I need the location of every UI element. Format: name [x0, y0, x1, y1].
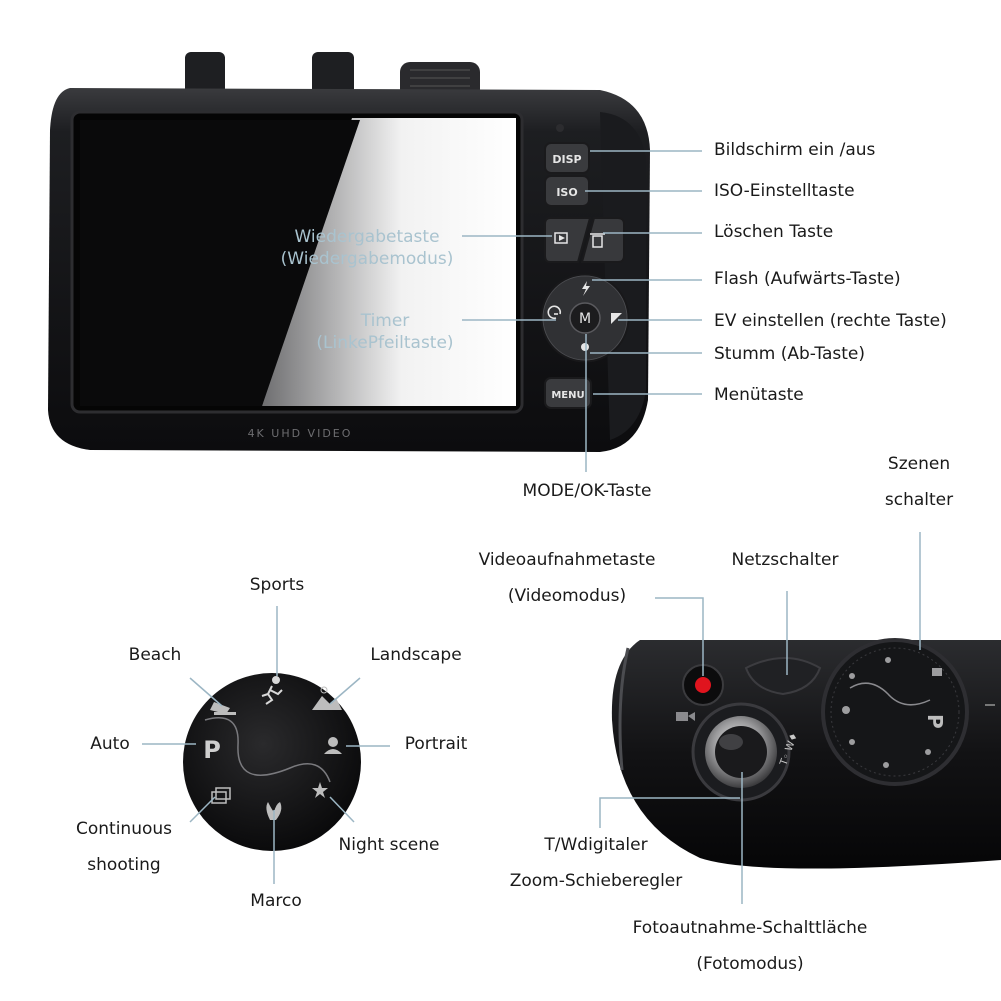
camera-back: 4K UHD VIDEO DISP ISO M: [48, 52, 702, 472]
leader-lines-dial: [142, 606, 390, 884]
portrait-icon: [324, 737, 342, 754]
label-continuous-line2: shooting: [87, 855, 161, 875]
mode-dial-diagram: P: [142, 606, 390, 884]
label-flash-up: Flash (Aufwärts-Taste): [714, 269, 901, 289]
label-mute-down: Stumm (Ab-Taste): [714, 344, 865, 364]
mute-icon: [581, 343, 589, 351]
label-zoom-line2: Zoom-Schieberegler: [509, 871, 683, 891]
scene-dial-icons: [842, 657, 942, 768]
camera-printed-text: 4K UHD VIDEO: [248, 427, 353, 440]
label-auto: Auto: [90, 734, 130, 754]
label-shutter-line1: Fotoautnahme-Schalttläche: [632, 918, 868, 938]
leader-lines-top: [462, 150, 702, 472]
label-zoom-line1: T/Wdigitaler: [544, 835, 648, 855]
label-playback-line1: Wiedergabetaste: [294, 227, 440, 247]
label-iso-key: ISO-Einstelltaste: [714, 181, 855, 201]
camera-top-view: T◦ W♦ P: [599, 532, 1001, 904]
label-video-line1: Videoaufnahmetaste: [478, 550, 656, 570]
label-beach: Beach: [128, 645, 182, 665]
iso-button-label: ISO: [556, 186, 577, 199]
label-mode-ok: MODE/OK-Taste: [522, 481, 652, 501]
label-timer-line2: (LinkePfeiltaste): [316, 333, 454, 353]
label-delete-key: Löschen Taste: [714, 222, 834, 242]
playback-icon: [554, 232, 568, 244]
mode-ok-button[interactable]: [569, 302, 601, 334]
macro-icon: [266, 802, 282, 820]
menu-button[interactable]: [544, 377, 592, 409]
sports-icon: [261, 676, 283, 705]
disp-button-label: DISP: [552, 153, 581, 166]
label-shutter-line2: (Fotomodus): [696, 954, 804, 974]
power-button[interactable]: [744, 657, 822, 696]
timer-icon: [547, 305, 562, 320]
label-timer-line1: Timer: [360, 311, 410, 331]
label-playback-line2: (Wiedergabemodus): [280, 249, 454, 269]
mode-dial[interactable]: [183, 673, 361, 851]
video-record-button[interactable]: [695, 677, 711, 693]
label-power: Netzschalter: [731, 550, 839, 570]
label-sports: Sports: [249, 575, 305, 595]
label-ev-right: EV einstellen (rechte Taste): [714, 311, 947, 331]
flash-icon: [582, 281, 590, 296]
label-menu-key: Menütaste: [714, 385, 804, 405]
dial-auto-letter: P: [203, 736, 221, 764]
trash-icon: [590, 233, 605, 248]
ev-icon: [611, 313, 622, 324]
mode-button-label: M: [579, 311, 591, 327]
scene-dial[interactable]: [821, 638, 969, 786]
continuous-shooting-icon: [211, 787, 231, 804]
label-night-scene: Night scene: [338, 835, 440, 855]
leader-lines-top-view: [599, 532, 921, 904]
night-scene-icon: [312, 780, 334, 798]
label-video-line2: (Videomodus): [507, 586, 627, 606]
label-screen-toggle: Bildschirm ein /aus: [714, 140, 876, 160]
video-mode-icon: [676, 712, 695, 721]
label-landscape: Landscape: [370, 645, 462, 665]
label-portrait: Portrait: [404, 734, 468, 754]
disp-button[interactable]: [544, 142, 590, 174]
label-marco: Marco: [250, 891, 302, 911]
label-scene-switch-line2: schalter: [884, 490, 954, 510]
delete-button[interactable]: [580, 217, 625, 263]
label-scene-switch-line1: Szenen: [887, 454, 951, 474]
label-continuous-line1: Continuous: [75, 819, 173, 839]
beach-icon: [210, 702, 236, 715]
menu-button-label: MENU: [551, 390, 584, 401]
scene-dial-letter: P: [923, 714, 947, 729]
